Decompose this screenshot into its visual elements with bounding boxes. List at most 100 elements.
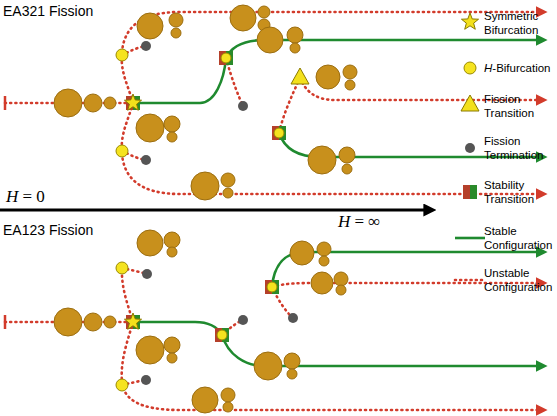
- h-bifurcation-symbol: [221, 53, 231, 63]
- legend-sample: [463, 185, 477, 199]
- plot-label: H = ∞: [338, 212, 381, 232]
- plot-label: EA123 Fission: [3, 222, 93, 238]
- legend-text: Fission Transition: [484, 92, 556, 120]
- fission-termination-symbol: [238, 101, 248, 111]
- fission-termination-symbol: [142, 269, 152, 279]
- legend-sample: [461, 13, 478, 29]
- molecule: [345, 80, 355, 90]
- symmetric-bifurcation-symbol: [124, 94, 141, 329]
- molecule: [221, 173, 235, 187]
- molecule: [137, 13, 163, 39]
- molecule: [167, 247, 177, 257]
- molecule: [164, 337, 180, 353]
- legend-sample: [455, 279, 485, 282]
- fission-transition-symbol: [291, 68, 309, 84]
- stable-branch: [133, 58, 226, 103]
- unstable-branch: [279, 78, 300, 133]
- stable-branch: [133, 40, 538, 366]
- molecule: [191, 172, 219, 200]
- molecule: [287, 27, 303, 43]
- symmetric-bifurcation-symbol: [124, 94, 141, 110]
- h-bifurcation-symbol: [116, 379, 128, 391]
- molecule: [136, 114, 164, 142]
- molecule: [136, 336, 164, 364]
- stability-transition-symbol: [272, 126, 286, 140]
- fission-termination-symbol: [141, 41, 298, 385]
- h-bifurcation-symbol: [267, 282, 277, 292]
- molecule: [230, 5, 256, 31]
- molecule: [104, 316, 116, 328]
- h-bifurcation-symbol: [116, 262, 128, 274]
- unstable-branch: [122, 12, 538, 103]
- molecule: [167, 353, 177, 363]
- molecule: [54, 89, 82, 117]
- h-bifurcation-symbol: [217, 330, 227, 340]
- legend-text: Symmetric Bifurcation: [484, 9, 556, 37]
- unstable-branch: [122, 322, 538, 410]
- stable-branch: [133, 322, 222, 335]
- fission-termination-symbol: [288, 313, 298, 323]
- h-bifurcation-symbol: [116, 49, 284, 391]
- h-bifurcation-symbol: [116, 145, 128, 157]
- molecule: [343, 65, 357, 79]
- molecule: [171, 28, 181, 38]
- fission-termination-symbol: [238, 315, 248, 325]
- legend-sample: [455, 237, 485, 240]
- unstable-branch: [122, 103, 538, 194]
- molecule: [257, 27, 283, 53]
- molecule: [342, 164, 352, 174]
- molecule: [317, 242, 331, 256]
- h-bifurcation-symbol: [274, 128, 284, 138]
- molecule: [104, 97, 116, 109]
- unstable-branch: [122, 268, 133, 322]
- legend-sample: [461, 95, 479, 111]
- legend-text: Fission Termination: [484, 134, 556, 162]
- molecule: [339, 147, 355, 163]
- molecule: [164, 116, 180, 132]
- stability-transition-symbol: [219, 51, 233, 65]
- molecule: [84, 94, 102, 112]
- molecule: [167, 132, 177, 142]
- molecule: [284, 353, 300, 369]
- molecule: [192, 387, 218, 413]
- fission-termination-symbol: [141, 155, 151, 165]
- unstable-branch: [5, 12, 538, 410]
- molecule: [54, 5, 357, 413]
- molecule: [316, 65, 340, 89]
- molecule: [164, 232, 180, 248]
- unstable-branch: [226, 58, 243, 106]
- molecule: [287, 369, 297, 379]
- molecule: [319, 256, 329, 266]
- molecule: [336, 285, 346, 295]
- molecule: [84, 313, 102, 331]
- molecule: [137, 230, 163, 256]
- start-tick: [4, 96, 7, 329]
- legend-text: Stable Configuration: [484, 224, 556, 252]
- legend-text: H-Bifurcation: [484, 61, 556, 75]
- legend-sample: [0, 0, 485, 280]
- molecule: [308, 146, 336, 174]
- fission-transition-symbol: [291, 68, 309, 84]
- stability-transition-symbol: [265, 280, 279, 294]
- molecule: [223, 402, 233, 412]
- legend-sample: [464, 62, 476, 74]
- legend-sample: [465, 143, 475, 153]
- molecule: [223, 188, 233, 198]
- h-axis: [0, 209, 426, 212]
- molecule: [290, 43, 300, 53]
- molecule: [221, 388, 235, 402]
- stability-transition-symbol: [126, 51, 286, 342]
- symmetric-bifurcation-symbol: [124, 313, 141, 329]
- fission-termination-symbol: [141, 41, 151, 51]
- molecule: [254, 352, 282, 380]
- molecule: [169, 13, 183, 27]
- molecule: [258, 6, 270, 18]
- stability-transition-symbol: [215, 328, 229, 342]
- molecule: [311, 272, 333, 294]
- plot-label: H = 0: [6, 187, 45, 207]
- molecule: [290, 241, 314, 265]
- plot-label: EA321 Fission: [3, 3, 93, 19]
- molecule: [334, 272, 348, 286]
- legend-text: Stability Transition: [484, 178, 556, 206]
